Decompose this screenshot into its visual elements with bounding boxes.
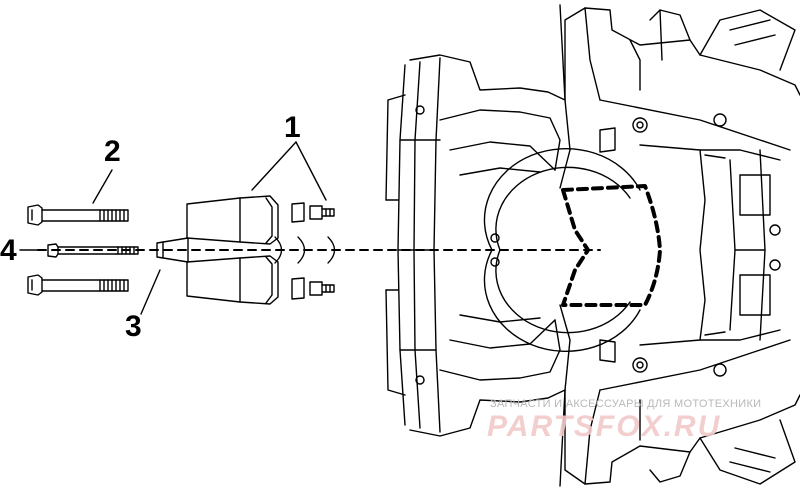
long-bolt-lower <box>27 274 129 296</box>
watermark-caption: ЗАПЧАСТИ И АКСЕССУАРЫ ДЛЯ МОТОТЕХНИКИ <box>490 398 762 410</box>
thin-rod <box>47 243 139 258</box>
watermark-logo: PARTSFOX.RU <box>487 410 722 443</box>
callout-part-1: 1 <box>284 111 301 144</box>
callout-part-2: 2 <box>104 135 121 168</box>
assembly-chevrons <box>274 236 336 264</box>
clamp-block-upper <box>186 195 279 245</box>
shim-plate-upper <box>291 202 305 223</box>
clamp-block-lower <box>186 255 279 305</box>
shim-plate-lower <box>291 277 305 300</box>
short-bolt-upper <box>309 205 335 220</box>
short-bolt-lower <box>309 281 335 296</box>
long-bolt-upper <box>27 204 129 226</box>
leader-lines <box>19 141 327 315</box>
callout-part-4: 4 <box>0 234 17 267</box>
dashed-phantom-outline <box>561 184 662 307</box>
engine-housing <box>385 4 800 487</box>
callout-part-3: 3 <box>125 310 142 343</box>
